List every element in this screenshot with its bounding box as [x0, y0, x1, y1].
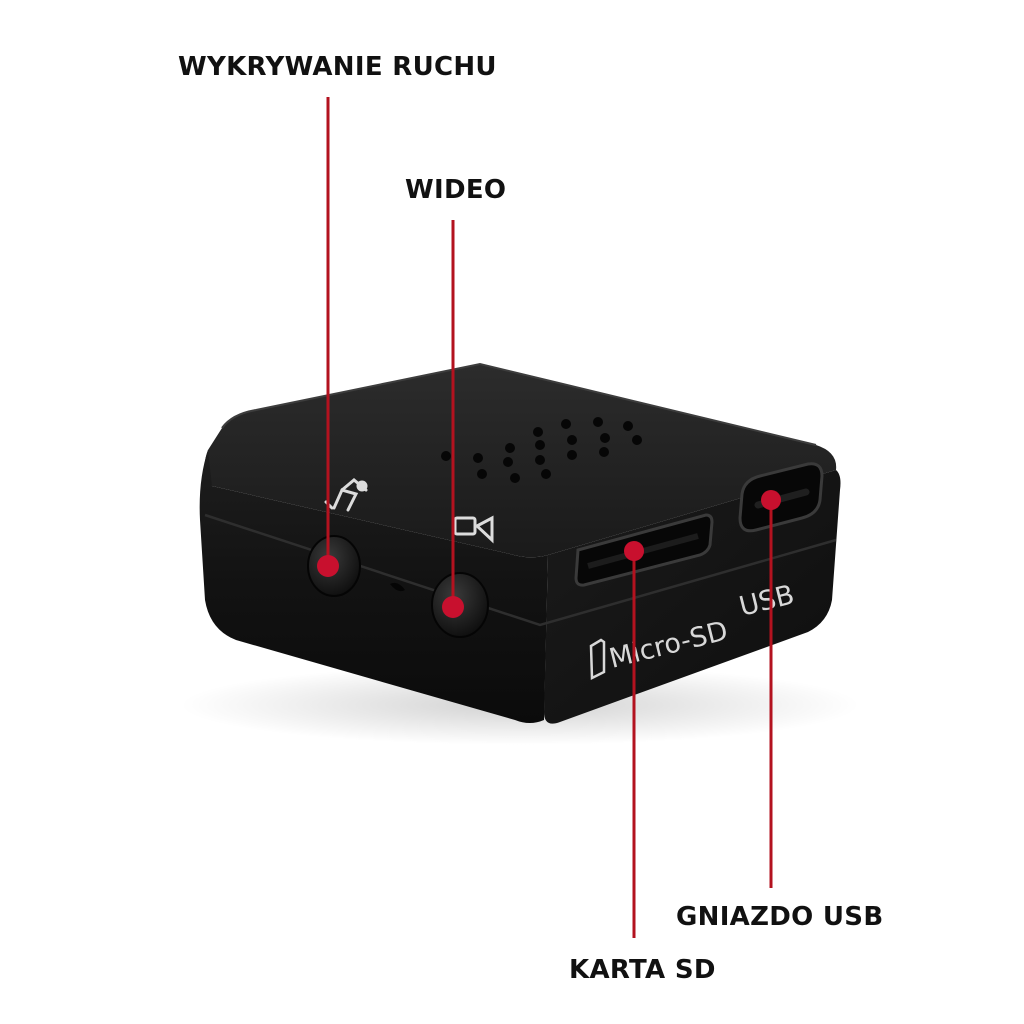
device-front-face	[544, 470, 841, 724]
callout-dot-usb	[761, 490, 781, 510]
mini-camera-device: Micro-SD USB	[199, 362, 841, 724]
callout-dot-sd	[624, 541, 644, 561]
device-left-face	[199, 450, 548, 723]
running-person-icon	[324, 478, 368, 512]
microphone-hole	[390, 582, 405, 592]
callout-lines	[326, 97, 773, 938]
video-label: WIDEO	[405, 175, 507, 205]
sd-card-label: KARTA SD	[569, 955, 716, 985]
callout-dot-video	[442, 596, 464, 618]
motion-detection-label: WYKRYWANIE RUCHU	[178, 52, 497, 82]
usb-port-label: GNIAZDO USB	[676, 902, 884, 932]
sd-card-icon	[589, 638, 606, 680]
speaker-grille	[441, 417, 642, 483]
callout-dot-motion	[317, 555, 339, 577]
video-camera-icon	[453, 515, 494, 544]
callout-dots	[317, 490, 781, 618]
